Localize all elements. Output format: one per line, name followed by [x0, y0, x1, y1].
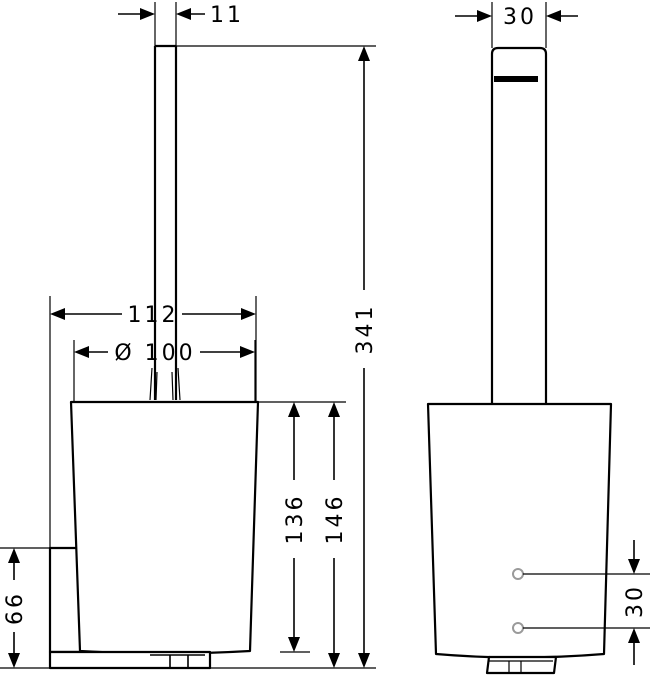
mounting-hole-lower [512, 622, 524, 634]
dim-handle-depth-label: 30 [503, 5, 537, 30]
dim-hole-spacing: 30 [623, 540, 648, 665]
dim-container-diameter: Ø 100 [74, 341, 255, 366]
dim-inner-height: 136 [280, 402, 310, 653]
dim-container-height: 146 [323, 402, 348, 668]
dim-handle-depth: 30 [455, 5, 578, 30]
dim-handle-width: 11 [118, 3, 244, 28]
front-container [426, 402, 613, 659]
mounting-hole-upper [512, 568, 524, 580]
dim-inner-height-label: 136 [283, 494, 308, 545]
front-view [426, 2, 650, 675]
dim-total-height: 341 [353, 46, 378, 668]
dim-handle-width-label: 11 [210, 3, 244, 28]
side-view [0, 2, 376, 670]
extension-lines-right [491, 2, 650, 629]
dim-container-width-label: 112 [128, 303, 179, 328]
brush-handle [153, 44, 178, 400]
base-foot [150, 654, 205, 667]
dim-holder-height-label: 66 [3, 591, 28, 625]
extension-lines-left [0, 2, 376, 669]
front-base-foot-lines [489, 660, 553, 673]
dim-container-width: 112 [50, 303, 256, 328]
brush-handle-bristle-lines [149, 367, 181, 401]
dim-container-diameter-label: Ø 100 [114, 341, 195, 366]
brush-container [69, 400, 260, 655]
dim-holder-height: 66 [3, 548, 28, 668]
front-handle-slot [494, 76, 538, 82]
dim-total-height-label: 341 [353, 304, 378, 355]
dim-hole-spacing-label: 30 [623, 584, 648, 618]
front-handle [490, 46, 548, 404]
dim-container-height-label: 146 [323, 494, 348, 545]
